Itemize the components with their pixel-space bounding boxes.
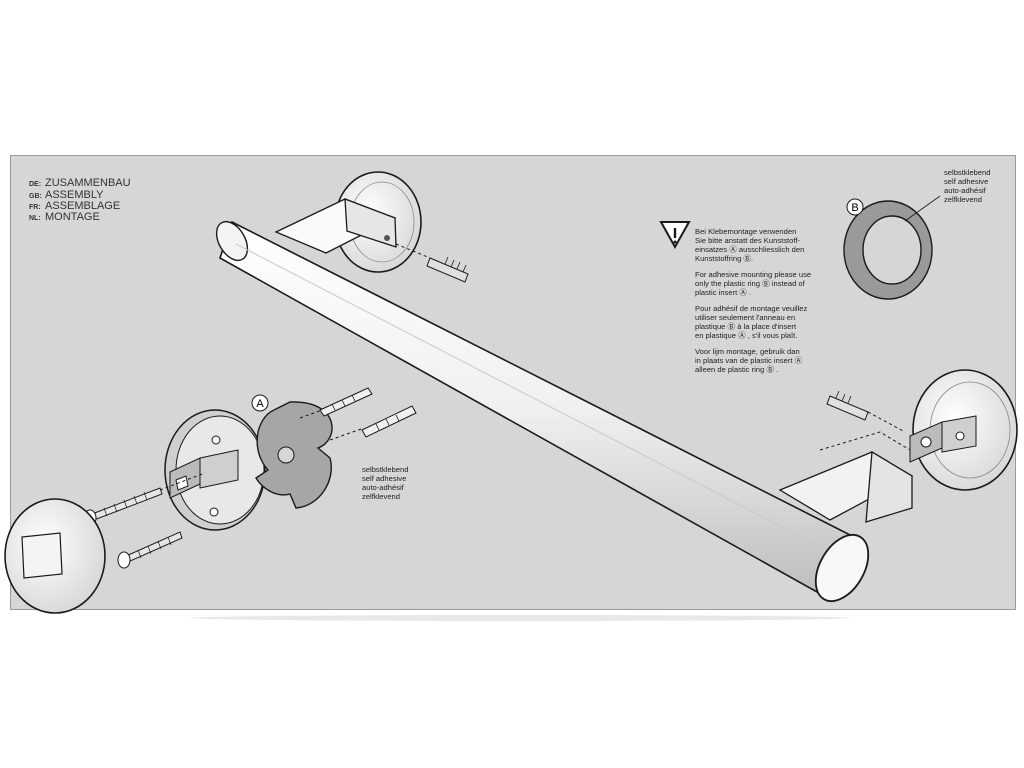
part-b-marker: B [846,198,864,216]
part-a-marker: A [251,394,269,412]
top-post [274,198,397,254]
top-dowel-pin [395,243,469,283]
note-fr: Pour adhésif de montage veuillez utilise… [695,304,808,340]
screw-upper [83,487,163,527]
svg-text:A: A [256,398,264,410]
plastic-ring-b [843,195,941,300]
heading-nl: NL:MONTAGE [29,211,100,223]
heading-gb: GB:ASSEMBLY [29,189,104,201]
adhesive-warning-notes: Bei Klebemontage verwenden Sie bitte ans… [695,227,820,381]
plastic-insert-a [255,401,333,509]
wall-plug-lower [361,405,417,438]
bottom-dowel-pin [819,390,911,451]
wall-plug-upper [319,387,373,417]
cover-cap [4,498,106,614]
wall-base-plate [164,409,266,531]
insert-adhesive-label: selbstklebend self adhesive auto-adhésif… [362,465,409,501]
ring-adhesive-label: selbstklebend self adhesive auto-adhésif… [944,168,991,204]
bottom-post [778,450,914,523]
note-gb: For adhesive mounting please use only th… [695,270,812,297]
heading-fr: FR:ASSEMBLAGE [29,200,121,212]
heading-de: DE:ZUSAMMENBAU [29,177,131,189]
note-nl: Voor lijm montage, gebruik dan in plaats… [695,347,803,374]
right-rosette [909,369,1018,491]
note-de: Bei Klebemontage verwenden Sie bitte ans… [695,227,805,263]
screw-lower [117,531,183,569]
svg-text:B: B [851,202,858,214]
warning-icon [659,221,691,250]
towel-bar [215,220,870,602]
